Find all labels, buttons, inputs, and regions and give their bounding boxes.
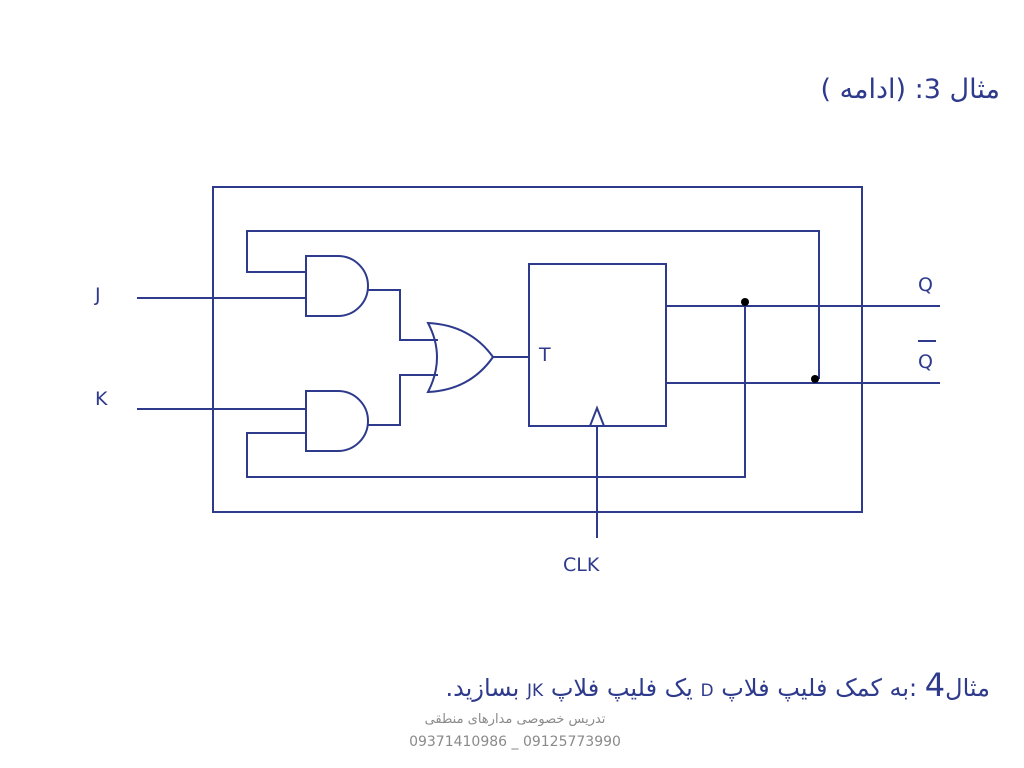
slide-title: مثال 3: (ادامه ) <box>820 74 1000 105</box>
output-qbar-label: Q <box>918 351 933 373</box>
and-top-to-or-wire <box>368 289 438 341</box>
outer-enclosure <box>212 186 863 513</box>
example-4-number: 4 <box>924 666 946 704</box>
clock-triangle <box>589 405 605 427</box>
example-4-statement: مثال4 :به کمک فلیپ فلاپ D یک فلیپ فلاپ J… <box>445 666 990 704</box>
footer-phone-numbers: 09371410986 _ 09125773990 <box>409 734 621 750</box>
qbar-junction-dot <box>811 375 819 383</box>
clock-label: CLK <box>563 554 600 576</box>
example-4-jk-label: JK <box>527 681 544 701</box>
and-gate-bottom <box>305 390 369 452</box>
example-4-colon: : <box>909 674 918 702</box>
example-4-d-label: D <box>700 681 714 701</box>
example-4-prefix: مثال <box>945 674 990 702</box>
input-j-label: J <box>95 284 101 306</box>
t-input-label: T <box>539 344 551 366</box>
example-4-text-a: به کمک فلیپ فلاپ <box>721 674 910 702</box>
example-4-text-b: یک فلیپ فلاپ <box>550 674 693 702</box>
input-k-label: K <box>95 388 108 410</box>
and-bottom-to-or-wire <box>368 374 438 426</box>
qbar-feedback-wire <box>246 230 820 379</box>
or-gate <box>426 321 495 394</box>
qbar-overline <box>918 340 936 342</box>
and-gate-top <box>305 255 369 317</box>
q-junction-dot <box>741 298 749 306</box>
footer-tutoring-text: تدریس خصوصی مدارهای منطقی <box>424 712 606 727</box>
q-feedback-wire <box>246 302 746 478</box>
example-4-text-c: بسازید. <box>445 674 520 702</box>
output-q-label: Q <box>918 274 933 296</box>
